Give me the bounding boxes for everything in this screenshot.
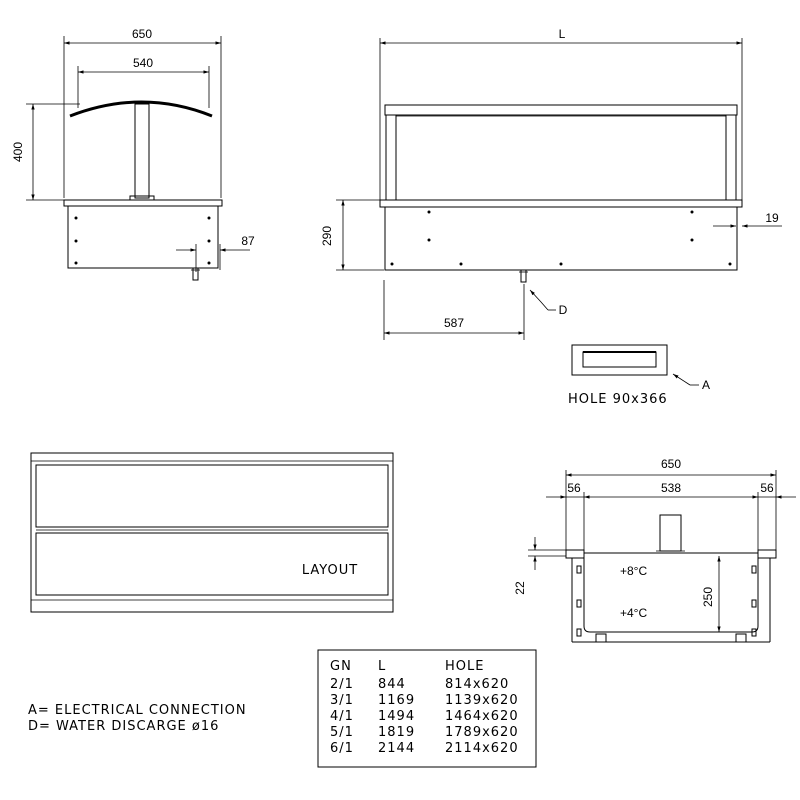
dim-650-label: 650 bbox=[132, 27, 152, 41]
table-cell: 1464x620 bbox=[445, 709, 519, 724]
plan-well-top bbox=[35, 464, 389, 528]
table-row: 2/1 844 814x620 bbox=[330, 677, 509, 692]
dim-538-label: 538 bbox=[661, 481, 681, 495]
table-cell: 1169 bbox=[378, 693, 415, 708]
dim-87-label: 87 bbox=[241, 234, 255, 248]
table-row: 5/1 1819 1789x620 bbox=[330, 725, 519, 740]
dim-540-label: 540 bbox=[133, 56, 153, 70]
hole-outline bbox=[571, 344, 668, 376]
dim-290-label: 290 bbox=[320, 226, 334, 246]
table-body: 2/1 844 814x620 3/1 1169 1139x620 4/1 1494 1464x… bbox=[330, 677, 519, 756]
temp-top-label: +8°C bbox=[620, 564, 647, 578]
table-cell: 814x620 bbox=[445, 677, 509, 692]
legend-line-a: A= ELECTRICAL CONNECTION bbox=[28, 703, 247, 718]
table-header-cell: GN bbox=[330, 659, 352, 674]
table-cell: 2144 bbox=[378, 741, 415, 756]
size-table: GN L HOLE 2/1 844 814x620 3/1 1169 1139x620 4/1 1… bbox=[317, 649, 537, 768]
table-row: 3/1 1169 1139x620 bbox=[330, 693, 519, 708]
front-view: L D 290 19 587 bbox=[320, 27, 782, 340]
plan-well-bottom bbox=[35, 532, 389, 596]
dim-section-650-label: 650 bbox=[661, 457, 681, 471]
layout-label: LAYOUT bbox=[302, 563, 358, 578]
legend-line-d: D= WATER DISCARGE ø16 bbox=[28, 719, 219, 734]
table-cell: 844 bbox=[378, 677, 406, 692]
table-cell: 2/1 bbox=[330, 677, 354, 692]
dim-19-label: 19 bbox=[765, 211, 779, 225]
counter-top bbox=[63, 199, 223, 207]
section-post bbox=[659, 514, 682, 552]
side-view: 650 540 400 87 bbox=[11, 27, 255, 281]
dim-250-label: 250 bbox=[701, 587, 715, 607]
label-a: A bbox=[702, 378, 710, 392]
dim-587-label: 587 bbox=[444, 316, 464, 330]
table-cell: 2114x620 bbox=[445, 741, 519, 756]
dim-56-left-label: 56 bbox=[567, 481, 581, 495]
table-cell: 4/1 bbox=[330, 709, 354, 724]
temp-bottom-label: +4°C bbox=[620, 606, 647, 620]
table-frame bbox=[317, 649, 537, 768]
table-row: 6/1 2144 2114x620 bbox=[330, 741, 519, 756]
table-header-row: GN L HOLE bbox=[330, 659, 484, 674]
table-cell: 5/1 bbox=[330, 725, 354, 740]
table-cell: 1494 bbox=[378, 709, 415, 724]
section-rim-right bbox=[757, 549, 777, 559]
dim-400-label: 400 bbox=[11, 142, 25, 162]
table-cell: 6/1 bbox=[330, 741, 354, 756]
table-row: 4/1 1494 1464x620 bbox=[330, 709, 519, 724]
table-cell: 1789x620 bbox=[445, 725, 519, 740]
hole-caption: HOLE 90x366 bbox=[568, 392, 668, 407]
section-rim-left bbox=[565, 549, 585, 559]
legend: A= ELECTRICAL CONNECTION D= WATER DISCAR… bbox=[28, 703, 247, 734]
counter-body bbox=[67, 205, 219, 269]
table-header-cell: HOLE bbox=[445, 659, 484, 674]
dim-L-label: L bbox=[559, 27, 566, 41]
front-counter-top bbox=[379, 199, 743, 208]
hole-detail: A HOLE 90x366 bbox=[568, 344, 710, 407]
dim-56-right-label: 56 bbox=[760, 481, 774, 495]
section-view: 650 56 538 56 22 bbox=[513, 457, 796, 643]
front-drain-pipe bbox=[520, 269, 527, 283]
front-counter-body bbox=[384, 206, 738, 271]
table-cell: 3/1 bbox=[330, 693, 354, 708]
table-header-cell: L bbox=[378, 659, 386, 674]
table-cell: 1819 bbox=[378, 725, 415, 740]
sneeze-guard-glass bbox=[69, 100, 213, 118]
table-cell: 1139x620 bbox=[445, 693, 519, 708]
label-d: D bbox=[559, 303, 568, 317]
plan-outline bbox=[30, 452, 394, 613]
canopy-shelf bbox=[384, 104, 738, 116]
plan-view: LAYOUT bbox=[30, 452, 394, 613]
dim-22-label: 22 bbox=[513, 581, 527, 595]
drain-pipe bbox=[192, 267, 199, 281]
support-post bbox=[134, 103, 150, 199]
section-well bbox=[583, 556, 759, 633]
